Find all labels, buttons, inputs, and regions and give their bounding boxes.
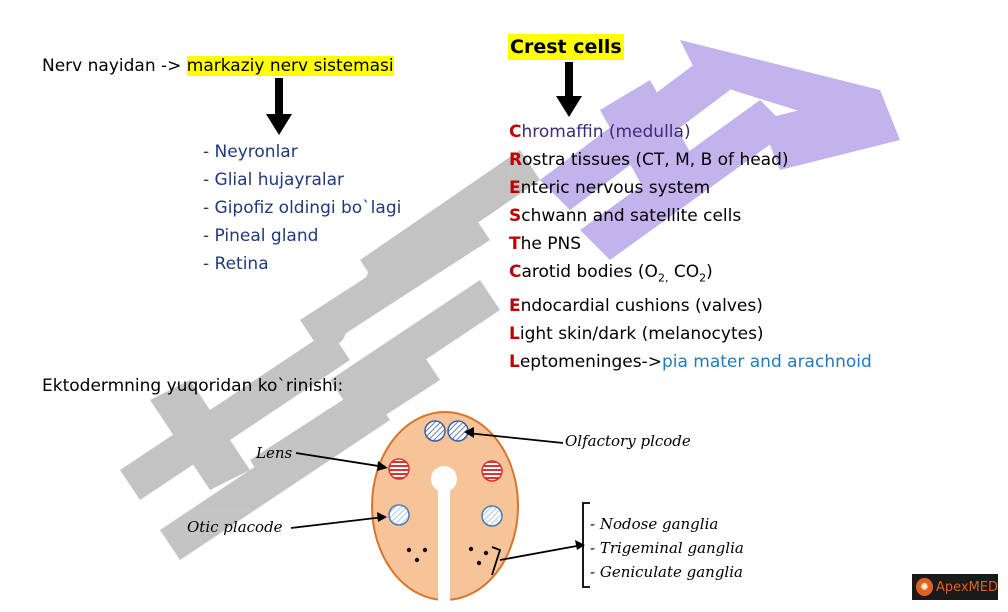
subscript: 2: [699, 271, 707, 285]
item-text: ostra tissues (CT, M, B of head): [522, 150, 789, 170]
list-item: - Trigeminal ganglia: [590, 539, 744, 557]
initial-letter: L: [509, 324, 520, 345]
intro-line: Nerv nayidan -> markaziy nerv sistemasi: [42, 56, 394, 76]
apexmed-logo: ✺ ApexMED: [912, 574, 998, 600]
item-text: eptomeninges->: [519, 352, 662, 373]
item-link-text: pia mater and arachnoid: [661, 352, 872, 373]
item-text: arotid bodies (O: [521, 262, 658, 282]
cns-derivatives-list: - Neyronlar - Glial hujayralar - Gipofiz…: [203, 138, 401, 278]
item-text: ): [706, 262, 713, 282]
otic-placode-label: Otic placode: [187, 518, 283, 536]
initial-letter: E: [509, 178, 521, 198]
initial-letter: T: [509, 234, 521, 254]
list-item: Schwann and satellite cells: [509, 202, 872, 230]
cns-highlight: markaziy nerv sistemasi: [186, 56, 394, 76]
item-text: ight skin/dark (melanocytes): [519, 324, 764, 345]
olfactory-placode: [424, 420, 446, 442]
item-text: nteric nervous system: [520, 178, 711, 198]
lens-placode: [388, 458, 410, 480]
list-item: Chromaffin (medulla): [509, 118, 872, 146]
item-text: ndocardial cushions (valves): [520, 296, 763, 317]
list-item: - Pineal gland: [203, 226, 319, 246]
list-item: - Nodose ganglia: [590, 515, 719, 533]
otic-placode: [388, 504, 410, 526]
list-item: Light skin/dark (melanocytes): [509, 320, 872, 348]
list-item: The PNS: [509, 230, 872, 258]
lens-placode: [481, 460, 503, 482]
item-text: chwann and satellite cells: [521, 206, 742, 226]
initial-letter: C: [509, 262, 522, 282]
ectoderm-diagram: [290, 411, 590, 602]
neural-groove-head: [431, 466, 457, 492]
neural-groove: [438, 477, 450, 602]
list-item: - Glial hujayralar: [203, 170, 344, 190]
list-item: Endocardial cushions (valves): [509, 292, 872, 320]
initial-letter: R: [509, 150, 523, 170]
otic-placode: [481, 505, 503, 527]
subscript: 2,: [657, 271, 669, 285]
ganglia-list: - Nodose ganglia - Trigeminal ganglia - …: [590, 512, 744, 584]
crest-cells-title: Crest cells: [508, 34, 624, 60]
list-item: Enteric nervous system: [509, 174, 872, 202]
list-item: - Geniculate ganglia: [590, 563, 743, 581]
item-text: he PNS: [520, 234, 582, 254]
olfactory-placode-label: Olfactory plcode: [565, 432, 691, 450]
brain-icon: ✺: [916, 578, 933, 596]
crest-derivatives-list: Chromaffin (medulla) Rostra tissues (CT,…: [509, 118, 872, 376]
initial-letter: L: [509, 352, 520, 373]
initial-letter: C: [509, 122, 522, 142]
initial-letter: S: [509, 206, 522, 226]
list-item: Carotid bodies (O2, CO2): [509, 258, 872, 292]
ganglia-dots: [406, 546, 489, 566]
olfactory-placode: [447, 420, 469, 442]
list-item: - Gipofiz oldingi bo`lagi: [203, 198, 402, 218]
list-item: Rostra tissues (CT, M, B of head): [509, 146, 872, 174]
list-item: - Neyronlar: [203, 142, 298, 162]
ganglia-bracket: [582, 502, 590, 588]
lens-label: Lens: [256, 444, 293, 462]
list-item: - Retina: [203, 254, 269, 274]
intro-prefix: Nerv nayidan ->: [42, 56, 187, 76]
item-text: CO: [668, 262, 700, 282]
down-arrow-icon: [266, 78, 292, 135]
ectoderm-heading: Ektodermning yuqoridan ko`rinishi:: [42, 376, 344, 396]
initial-letter: E: [509, 296, 521, 317]
list-item: Leptomeninges->pia mater and arachnoid: [509, 348, 872, 376]
down-arrow-icon: [556, 62, 582, 117]
logo-text: ApexMED: [935, 579, 998, 595]
item-text: hromaffin (medulla): [521, 122, 691, 142]
